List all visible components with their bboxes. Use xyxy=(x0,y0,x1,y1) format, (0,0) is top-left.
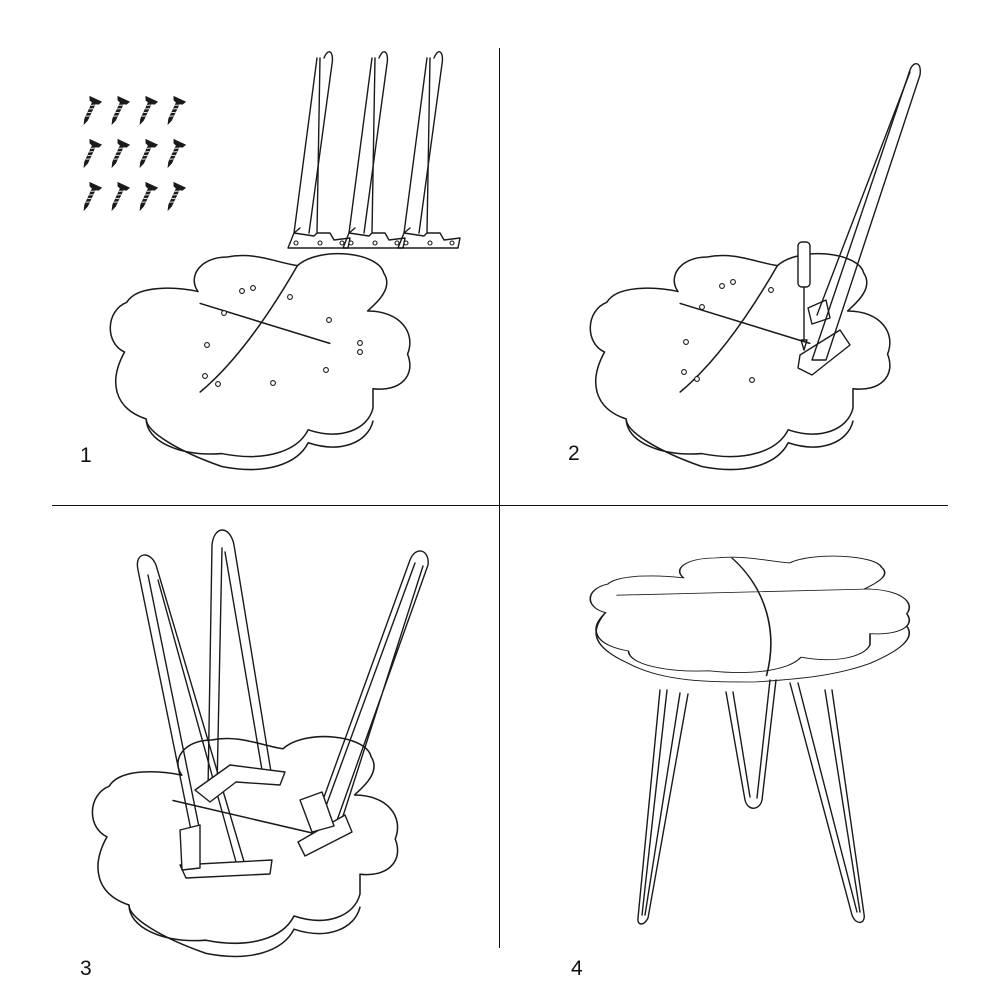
tabletop-underside xyxy=(91,735,399,958)
screws-group xyxy=(76,95,187,215)
pilot-holes xyxy=(202,285,363,387)
panel-2 xyxy=(589,63,922,471)
pilot-holes xyxy=(681,279,774,383)
legs-group xyxy=(287,51,461,249)
step-number-2: 2 xyxy=(568,442,580,465)
screwdriver-icon xyxy=(797,241,811,351)
tabletop-underside xyxy=(589,252,891,471)
vertical-divider xyxy=(499,48,500,948)
panel-3 xyxy=(91,529,429,958)
horizontal-divider xyxy=(52,505,948,506)
tabletop-top xyxy=(589,555,910,683)
step-number-4: 4 xyxy=(571,957,583,980)
mounting-plate xyxy=(797,299,851,376)
mounting-plates xyxy=(179,764,353,879)
panel-4 xyxy=(589,555,910,925)
panel-1 xyxy=(76,51,461,471)
hairpin-legs xyxy=(637,679,865,925)
standing-leg xyxy=(811,63,922,361)
tabletop-underside xyxy=(109,252,411,471)
step-number-1: 1 xyxy=(80,444,92,467)
legs-upright xyxy=(136,529,429,866)
step-number-3: 3 xyxy=(80,957,92,980)
